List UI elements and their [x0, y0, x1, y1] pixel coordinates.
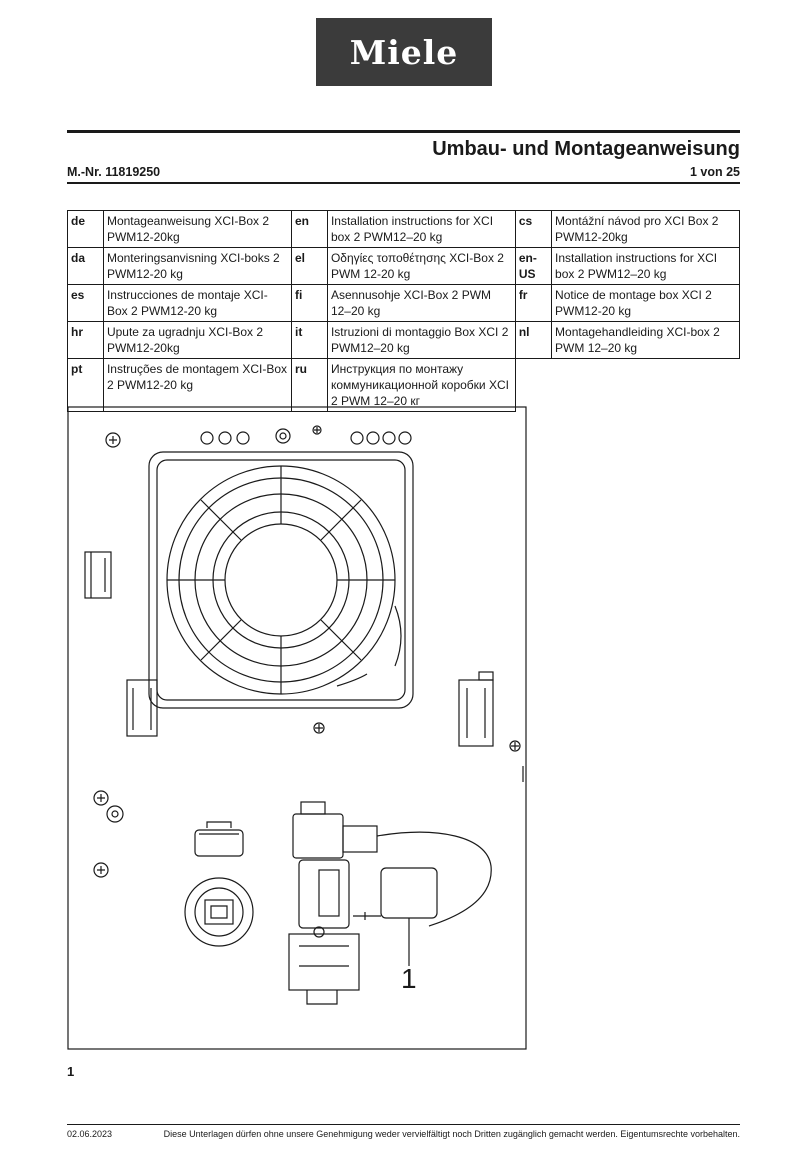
table-row: hr Upute za ugradnju XCI-Box 2 PWM12-20k… — [67, 321, 740, 359]
figure-number: 1 — [67, 1064, 75, 1079]
connector-assembly — [288, 801, 492, 1005]
empty-cell — [515, 359, 551, 412]
table-row: pt Instruções de montagem XCI-Box 2 PWM1… — [67, 358, 740, 412]
lang-title: Instrucciones de montaje XCI-Box 2 PWM12… — [102, 284, 293, 322]
fan-housing — [148, 451, 414, 709]
lang-title: Notice de montage box XCI 2 PWM12-20 kg — [551, 284, 740, 322]
part-number: M.-Nr. 11819250 — [67, 165, 161, 179]
lang-code: da — [67, 247, 104, 285]
lang-title: Instruções de montagem XCI-Box 2 PWM12-2… — [102, 358, 293, 412]
lang-title: Montagehandleiding XCI-box 2 PWM 12–20 k… — [551, 321, 740, 359]
lang-code: pt — [67, 358, 104, 412]
document-title: Umbau- und Montageanweisung — [432, 138, 740, 160]
lang-title: Οδηγίες τοποθέτησης XCI-Box 2 PWM 12-20 … — [326, 247, 516, 285]
table-row: es Instrucciones de montaje XCI-Box 2 PW… — [67, 284, 740, 322]
panel-outline — [67, 406, 527, 1050]
screw-icon — [313, 722, 521, 752]
page-indicator: 1 von 25 — [689, 165, 740, 179]
screw-icon — [93, 790, 124, 878]
lang-title: Инструкция по монтажу коммуникационной к… — [326, 358, 516, 412]
footer-date: 02.06.2023 — [67, 1129, 113, 1139]
lang-code: cs — [514, 210, 553, 248]
lang-title: Installation instructions for XCI box 2 … — [326, 210, 516, 248]
logo-text: Miele — [349, 32, 459, 72]
lang-title: Installation instructions for XCI box 2 … — [551, 247, 740, 285]
table-row: de Montageanweisung XCI-Box 2 PWM12-20kg… — [67, 210, 740, 248]
table-row: da Monteringsanvisning XCI-boks 2 PWM12-… — [67, 247, 740, 285]
miele-logo: Miele — [316, 18, 492, 86]
mounting-clip — [458, 671, 494, 747]
lang-code: es — [67, 284, 104, 322]
lang-code: hr — [67, 321, 104, 359]
lang-code: nl — [514, 321, 553, 359]
lang-code: it — [291, 321, 328, 359]
lang-code: el — [291, 247, 328, 285]
lang-title: Asennusohje XCI-Box 2 PWM 12–20 kg — [326, 284, 516, 322]
lang-code: en — [291, 210, 328, 248]
footer-rule — [67, 1124, 740, 1125]
lang-title: Upute za ugradnju XCI-Box 2 PWM12-20kg — [102, 321, 293, 359]
installation-drawing: 1 — [67, 406, 527, 1050]
lang-code: fr — [514, 284, 553, 322]
vent-holes — [200, 431, 412, 445]
lang-code: ru — [291, 358, 328, 412]
empty-cell — [552, 359, 740, 412]
mounting-clip — [84, 551, 158, 737]
lang-title: Istruzioni di montaggio Box XCI 2 PWM12–… — [326, 321, 516, 359]
xci-box-part — [353, 867, 438, 966]
lang-code: fi — [291, 284, 328, 322]
lang-code: en-US — [514, 247, 553, 285]
language-table: de Montageanweisung XCI-Box 2 PWM12-20kg… — [67, 210, 740, 412]
screw-icon — [105, 432, 121, 448]
callout-label: 1 — [401, 963, 417, 994]
meta-rule — [67, 182, 740, 184]
lang-title: Montážní návod pro XCI Box 2 PWM12-20kg — [551, 210, 740, 248]
screw-icon — [275, 425, 322, 444]
lang-code: de — [67, 210, 104, 248]
cable-gland — [184, 821, 254, 947]
footer-copyright: Diese Unterlagen dürfen ohne unsere Gene… — [163, 1129, 740, 1139]
header-rule — [67, 130, 740, 133]
lang-title: Montageanweisung XCI-Box 2 PWM12-20kg — [102, 210, 293, 248]
lang-title: Monteringsanvisning XCI-boks 2 PWM12-20 … — [102, 247, 293, 285]
